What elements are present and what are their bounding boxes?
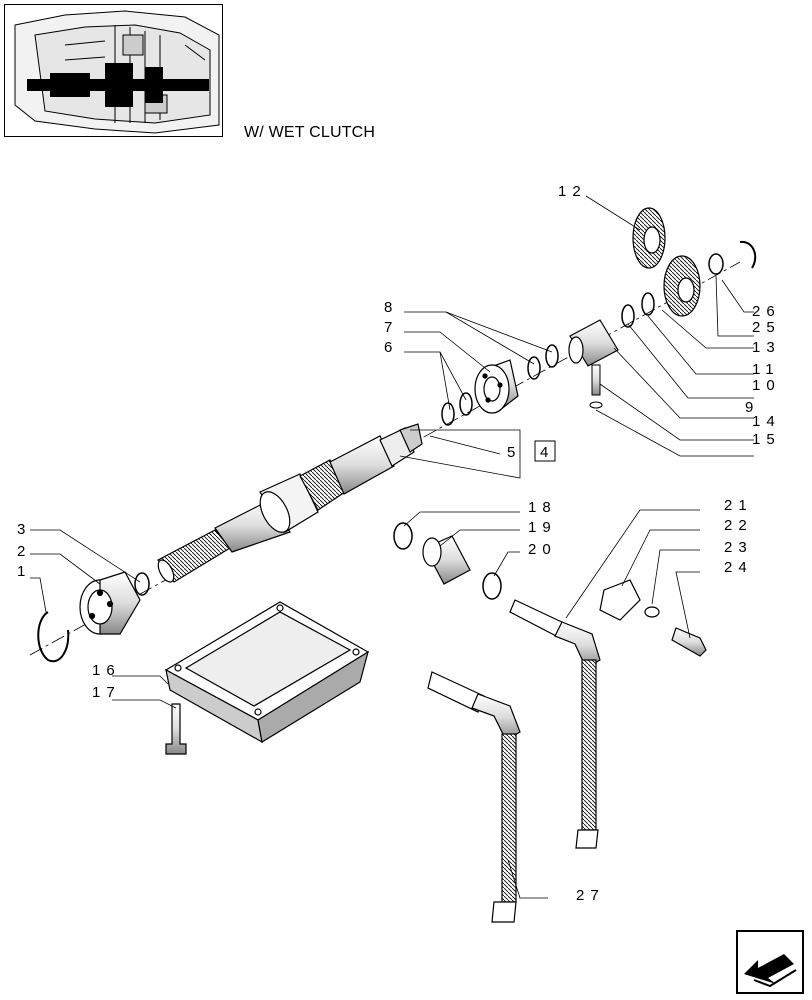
callout-7: 7	[384, 319, 398, 336]
callout-8: 8	[384, 299, 398, 316]
circlip-front	[37, 611, 70, 663]
washer-25	[708, 253, 724, 275]
bolt-17	[165, 703, 187, 755]
washer-15	[589, 401, 603, 409]
ring-11	[641, 292, 655, 316]
cover-16	[164, 601, 370, 744]
ring-18	[393, 522, 413, 550]
washer-front	[134, 572, 150, 596]
callout-9: 9	[745, 399, 759, 416]
callout-27: 27	[576, 887, 605, 904]
callout-3: 3	[17, 521, 31, 538]
washer-23	[644, 606, 660, 618]
ring-20	[482, 572, 502, 600]
piston-19	[422, 535, 471, 585]
ring-6a	[441, 402, 455, 426]
next-page-arrow-icon	[736, 930, 804, 994]
callout-20: 20	[528, 541, 557, 558]
pin-14	[591, 364, 601, 396]
callout-25: 25	[752, 319, 781, 336]
callout-labels: 12 26 25 13 11 10 9 14 15 8 7 6 5 4 3 2 …	[17, 183, 781, 904]
callout-5: 5	[507, 444, 521, 461]
next-page-button[interactable]	[736, 930, 804, 994]
ring-6b	[459, 392, 473, 416]
callout-14: 14	[752, 413, 781, 430]
locator-thumbnail	[4, 4, 223, 137]
main-shaft	[157, 423, 423, 583]
ring-8a	[527, 356, 541, 380]
callout-21: 21	[724, 497, 753, 514]
callout-18: 18	[528, 499, 557, 516]
callout-4: 4	[540, 444, 554, 461]
callout-1: 1	[17, 563, 31, 580]
callout-12: 12	[558, 183, 587, 200]
callout-23: 23	[724, 539, 753, 556]
callout-17: 17	[92, 684, 121, 701]
circlip-26	[739, 240, 757, 269]
gear-12	[632, 207, 666, 269]
callout-11: 11	[752, 361, 780, 378]
callout-24: 24	[724, 559, 753, 576]
callout-2: 2	[17, 543, 31, 560]
leader-lines	[30, 195, 754, 899]
ring-8b	[545, 344, 559, 368]
callout-22: 22	[724, 517, 753, 534]
callout-15: 15	[752, 431, 781, 448]
callout-6: 6	[384, 339, 398, 356]
ring-10	[621, 304, 635, 328]
bolt-24	[671, 627, 707, 657]
sleeve-9	[568, 319, 619, 367]
callout-19: 19	[528, 519, 557, 536]
diagram-subtitle: W/ WET CLUTCH	[244, 124, 376, 141]
callout-10: 10	[752, 377, 781, 394]
bracket-22	[599, 579, 641, 621]
callout-4-box	[534, 440, 556, 462]
callout-16: 16	[92, 662, 121, 679]
bearing-rear	[474, 359, 519, 414]
callout-26: 26	[752, 303, 781, 320]
gear-13	[663, 255, 701, 317]
pipe-27	[427, 671, 521, 923]
transmission-thumbnail-icon	[14, 10, 220, 134]
callout-13: 13	[752, 339, 781, 356]
pipe-21	[509, 599, 601, 849]
bearing-front	[79, 571, 141, 635]
